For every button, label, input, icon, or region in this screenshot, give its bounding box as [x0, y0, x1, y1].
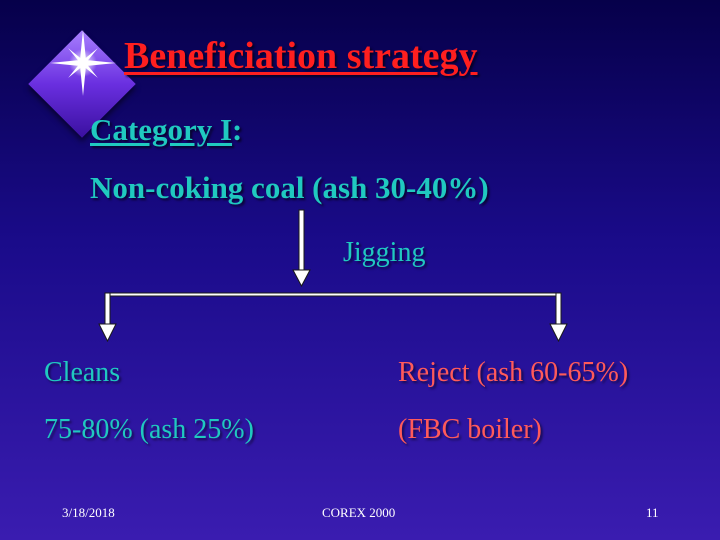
reject-use: (FBC boiler) [398, 414, 542, 445]
footer-page-number: 11 [646, 505, 659, 520]
cleans-label: Cleans [44, 357, 121, 388]
category-heading: Category I: [90, 112, 242, 148]
split-bar [104, 292, 562, 297]
reject-label: Reject (ash 60-65%) [398, 357, 629, 388]
clean-arrow-head [98, 323, 117, 343]
reject-arrow-shaft [555, 292, 562, 327]
cleans-yield: 75-80% (ash 25%) [44, 414, 254, 445]
reject-arrow-head [549, 323, 568, 343]
feed-coal-text: Non-coking coal (ash 30-40%) [90, 170, 489, 205]
category-label: Category I [90, 112, 233, 147]
feed-arrow-shaft [298, 209, 305, 273]
clean-arrow-shaft [104, 292, 111, 327]
sparkle-icon [50, 30, 116, 96]
diamond-sparkle-icon [22, 24, 142, 144]
category-suffix: : [232, 112, 243, 147]
footer-center: COREX 2000 [322, 505, 396, 520]
feed-arrow-head [292, 269, 311, 288]
footer-date: 3/18/2018 [62, 505, 115, 520]
page-title: Beneficiation strategy [124, 35, 478, 77]
process-jigging: Jigging [343, 237, 426, 268]
